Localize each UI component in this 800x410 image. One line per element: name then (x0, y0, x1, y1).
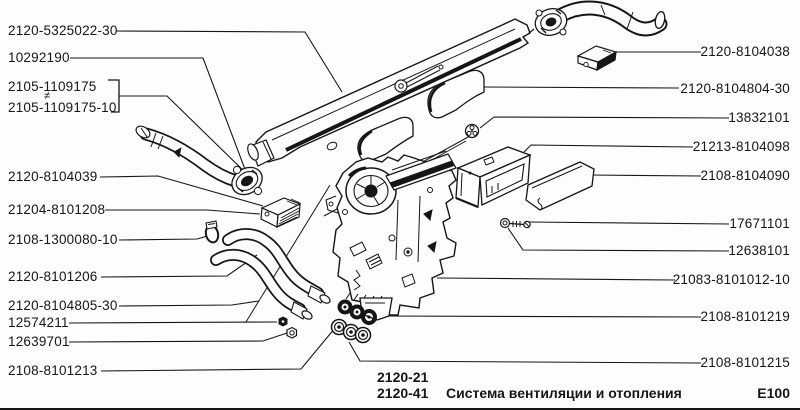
screw-and-washer (499, 217, 531, 229)
intake-hose-left (135, 125, 263, 196)
hose-clamp (204, 220, 220, 244)
part-label: 2120-8104805-30 (8, 298, 118, 313)
part-label: 2105-1109175-10 (8, 100, 117, 115)
part-label: 2108-8104090 (700, 168, 790, 183)
deflector-grille (525, 161, 595, 211)
caption-model-1: 2120-21 (377, 369, 429, 385)
part-label: 21083-8101012-10 (672, 272, 790, 287)
hose-flange-gasket (231, 165, 263, 196)
hose-flange (527, 8, 568, 36)
vent-duct-housing (455, 146, 532, 209)
heater-radiator (260, 197, 302, 228)
part-label: 12639701 (8, 334, 70, 349)
alternative-part-symbol: ≠ (44, 90, 51, 102)
page-bottom-border (0, 408, 800, 410)
part-label: 2105-1109175 (8, 79, 97, 94)
part-label: 2120-8104804-30 (680, 81, 790, 96)
part-label: 17671101 (729, 216, 790, 231)
leader-lines (68, 30, 730, 372)
part-label: 2120-8104039 (8, 169, 98, 184)
part-label: 2108-8101213 (8, 363, 98, 378)
fastener-nuts (278, 316, 298, 339)
part-label: 2108-8101219 (700, 309, 790, 324)
part-label: 21204-8101208 (8, 202, 106, 217)
part-label: 21213-8104098 (692, 139, 790, 154)
part-label: 2120-8104038 (700, 44, 790, 59)
part-label: 2120-8101206 (8, 269, 98, 284)
part-label: 12638101 (728, 243, 790, 258)
part-label: 13832101 (728, 110, 790, 125)
part-label: 2120-5325022-30 (8, 23, 118, 38)
caption-sheet-code: E100 (757, 385, 790, 401)
clover-clip (464, 123, 480, 139)
part-label: 2108-1300080-10 (8, 232, 118, 247)
caption-model-2: 2120-41 (377, 385, 429, 401)
cowl-lower-duct (427, 69, 485, 119)
heater-hoses (210, 228, 331, 320)
heater-top-stack (385, 150, 457, 191)
blower-drum (345, 166, 397, 215)
cowl-duct (247, 18, 531, 167)
part-label: 10292190 (8, 50, 70, 65)
part-label: 2108-8101215 (700, 355, 790, 370)
caption-title: Система вентиляции и отопления (446, 385, 682, 401)
side-vent-box (576, 45, 618, 72)
grommet-rings (330, 299, 377, 344)
part-label: 12574211 (8, 315, 69, 330)
vent-hose-top (527, 0, 668, 37)
heater-assembly (325, 150, 457, 321)
